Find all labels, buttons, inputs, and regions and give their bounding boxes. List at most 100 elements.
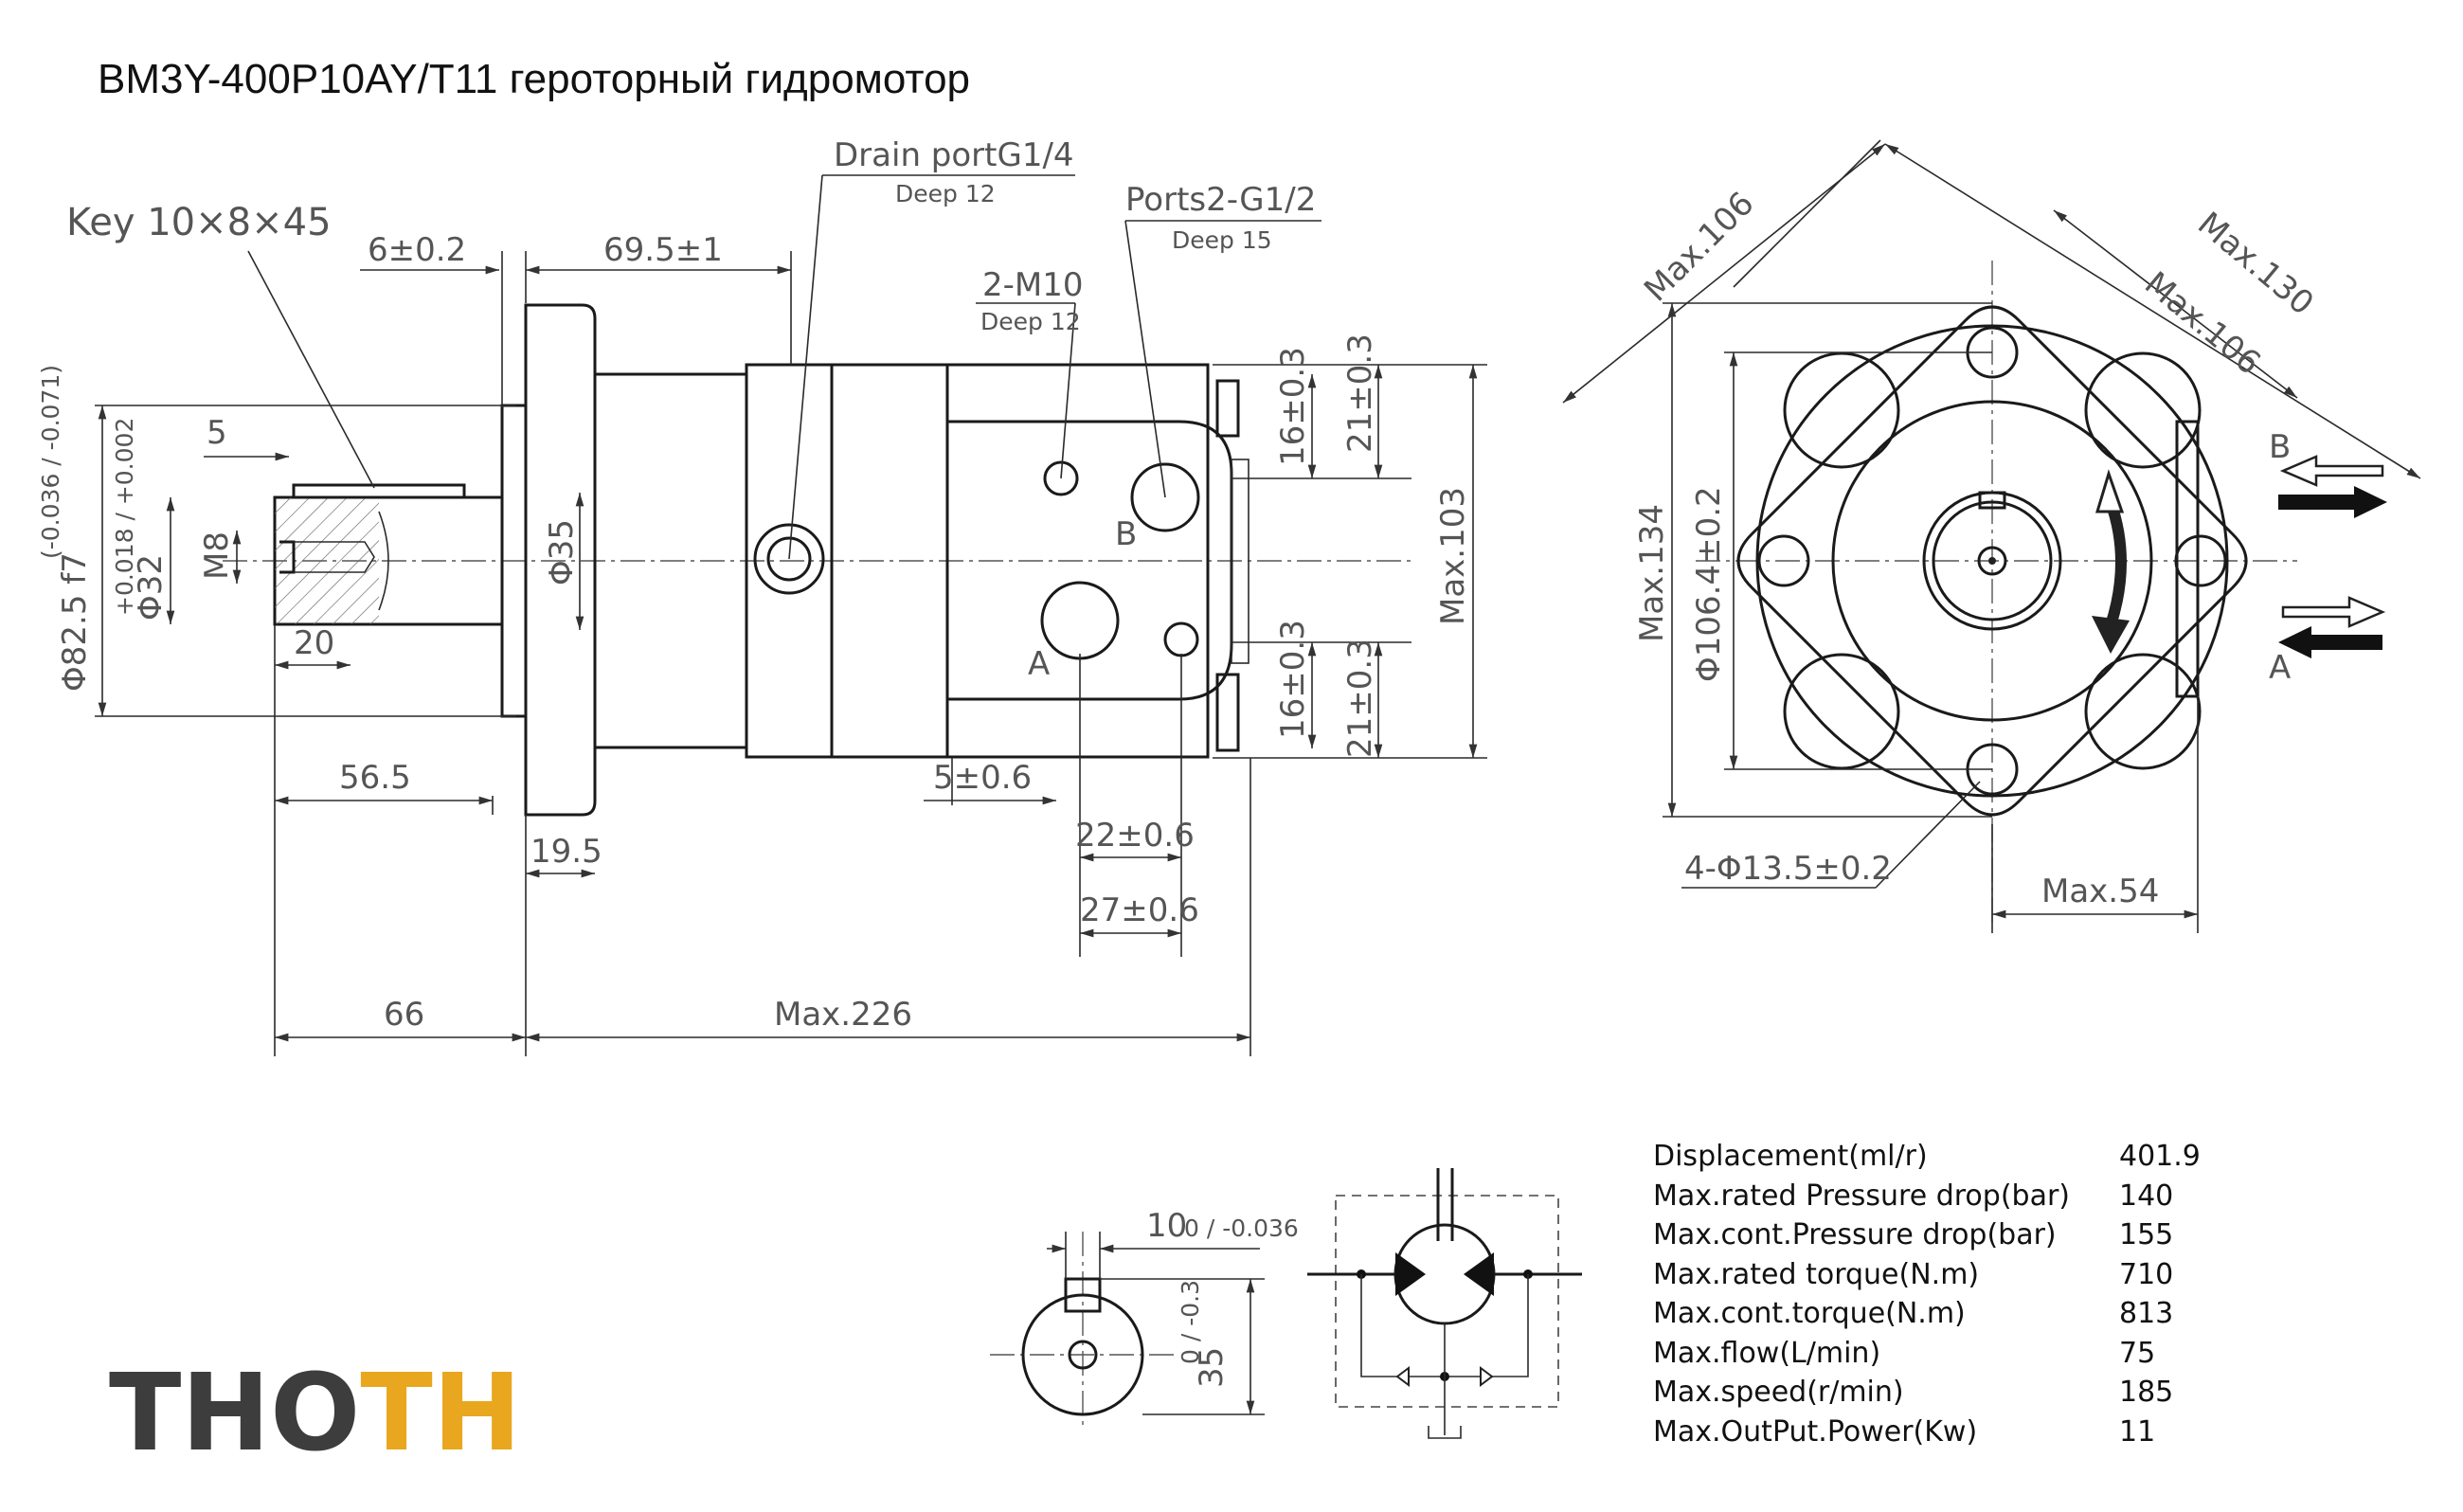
symbol-tank bbox=[1428, 1426, 1462, 1439]
side-view: B A 6±0.2 69.5±1 5 20 Φ82.5 f7 (-0.036 /… bbox=[37, 136, 1487, 1056]
callout-drain-port: Drain portG1/4 bbox=[834, 136, 1074, 174]
keysec-height-tol: 0 / -0.3 bbox=[1177, 1280, 1204, 1364]
symbol-boundary bbox=[1335, 1195, 1559, 1408]
keysec-width: 10 bbox=[1146, 1207, 1187, 1245]
flow-arrow-b-out bbox=[2278, 486, 2387, 518]
keysec-width-tol: 0 / -0.036 bbox=[1184, 1215, 1299, 1242]
flow-arrow-a-in bbox=[2278, 626, 2382, 658]
dim-21a: 21±0.3 bbox=[1341, 333, 1379, 453]
keysec-height: 35 bbox=[1193, 1347, 1231, 1388]
dim-line-106a bbox=[1562, 143, 1886, 404]
front-view: B A Max.106 Max.130 Max.106 Φ106.4±0.2 M… bbox=[1562, 139, 2421, 933]
dim-19-5: 19.5 bbox=[530, 833, 602, 871]
drawing-title: BM3Y-400P10AY/T11 героторный гидромотор bbox=[98, 56, 970, 102]
spec-label-cont-pressure: Max.cont.Pressure drop(bar) bbox=[1653, 1218, 2057, 1251]
lobe-top-left bbox=[1783, 351, 1900, 469]
mount-hole-left bbox=[1757, 534, 1810, 587]
port-a-side bbox=[1040, 581, 1120, 660]
dim-phi32: Φ32 bbox=[132, 554, 170, 621]
spec-label-cont-torque: Max.cont.torque(N.m) bbox=[1653, 1297, 1966, 1330]
dim-16b: 16±0.3 bbox=[1274, 620, 1312, 739]
drain-port-outer bbox=[753, 523, 825, 595]
rotation-arrow-arc bbox=[2105, 499, 2127, 627]
front-keyway bbox=[1978, 491, 2006, 510]
shaft-key bbox=[292, 483, 466, 499]
keysec-key bbox=[1064, 1277, 1102, 1313]
lobe-bottom-left bbox=[1783, 653, 1900, 770]
mount-thread-hole-2 bbox=[1163, 621, 1199, 657]
leader-ports bbox=[1124, 220, 1166, 498]
dim-5-06: 5±0.6 bbox=[933, 759, 1032, 797]
spec-label-max-flow: Max.flow(L/min) bbox=[1653, 1337, 1880, 1370]
shaft-section-break bbox=[378, 511, 389, 611]
dim-line-130 bbox=[1884, 143, 2421, 479]
spec-value-max-flow: 75 bbox=[2119, 1337, 2155, 1370]
dim-max134: Max.134 bbox=[1633, 504, 1671, 642]
dim-56-5: 56.5 bbox=[339, 759, 411, 797]
end-cover bbox=[1231, 459, 1249, 664]
mount-hole-right bbox=[2174, 534, 2227, 587]
thoth-logo: THOTH bbox=[109, 1352, 521, 1475]
motor-symbol-triangle-left bbox=[1395, 1252, 1426, 1296]
dim-max103: Max.103 bbox=[1434, 487, 1472, 625]
flow-arrow-a-out bbox=[2281, 596, 2386, 628]
mounting-flange bbox=[524, 303, 597, 817]
dim-5: 5 bbox=[207, 414, 227, 452]
dim-16a: 16±0.3 bbox=[1274, 347, 1312, 466]
front-port-b-label: B bbox=[2269, 428, 2291, 466]
dim-66: 66 bbox=[384, 996, 424, 1034]
side-cover-edge bbox=[2175, 420, 2200, 698]
port-b-side bbox=[1130, 462, 1200, 532]
bolt-head-bottom bbox=[1215, 673, 1240, 752]
keysec-thread-hole bbox=[1068, 1340, 1098, 1370]
spec-label-max-speed: Max.speed(r/min) bbox=[1653, 1376, 1904, 1409]
callout-holes: 4-Φ13.5±0.2 bbox=[1684, 850, 1892, 888]
spec-value-rated-torque: 710 bbox=[2119, 1258, 2173, 1291]
callout-key: Key 10×8×45 bbox=[66, 201, 332, 244]
shaft-thread-detail bbox=[294, 541, 375, 573]
gerotor-section bbox=[945, 363, 1210, 759]
dim-phi82-5: Φ82.5 f7 bbox=[56, 552, 94, 692]
spec-value-cont-torque: 813 bbox=[2119, 1297, 2173, 1330]
check-valve-right bbox=[1480, 1366, 1494, 1387]
spec-label-rated-torque: Max.rated torque(N.m) bbox=[1653, 1258, 1979, 1291]
rotation-arrow-head-open bbox=[2094, 469, 2125, 513]
dim-27: 27±0.6 bbox=[1080, 891, 1199, 929]
dim-20: 20 bbox=[294, 624, 334, 662]
shaft-thread-hole bbox=[279, 540, 296, 574]
dim-22: 22±0.6 bbox=[1075, 817, 1195, 855]
spec-table: Displacement(ml/r) 401.9 Max.rated Press… bbox=[1653, 1140, 2201, 1449]
lobe-bottom-right bbox=[2084, 653, 2202, 770]
flow-arrow-b-in bbox=[2279, 455, 2384, 487]
dim-max226: Max.226 bbox=[774, 996, 912, 1034]
spec-label-max-power: Max.OutPut.Power(Kw) bbox=[1653, 1415, 1977, 1449]
dim-phi82-5-tol: (-0.036 / -0.071) bbox=[37, 365, 64, 559]
motor-symbol-triangle-right bbox=[1464, 1252, 1494, 1296]
side-port-b-label: B bbox=[1115, 515, 1137, 553]
dim-phi32-tol: +0.018 / +0.002 bbox=[111, 418, 138, 616]
check-valve-left bbox=[1395, 1366, 1410, 1387]
callout-ports: Ports2-G1/2 bbox=[1125, 181, 1316, 219]
lobe-top-right bbox=[2084, 351, 2202, 469]
leader-thread bbox=[1060, 302, 1076, 479]
dim-max106a: Max.106 bbox=[1637, 185, 1762, 310]
key-section: 10 0 / -0.036 35 0 / -0.3 bbox=[990, 1207, 1299, 1431]
shaft-hatch-section bbox=[275, 497, 379, 624]
dim-phi106: Φ106.4±0.2 bbox=[1690, 486, 1728, 682]
leader-holes bbox=[1875, 781, 1981, 889]
dim-21b: 21±0.3 bbox=[1341, 639, 1379, 758]
mount-thread-hole-1 bbox=[1043, 460, 1079, 496]
dim-6: 6±0.2 bbox=[368, 231, 466, 269]
front-center-dot bbox=[1988, 557, 1996, 565]
dim-max54: Max.54 bbox=[2041, 873, 2159, 910]
leader-drain bbox=[788, 174, 823, 560]
front-port-a-label: A bbox=[2269, 649, 2291, 687]
callout-mount-deep: Deep 12 bbox=[980, 308, 1081, 335]
callout-mount-thread: 2-M10 bbox=[982, 266, 1084, 304]
spec-value-max-power: 11 bbox=[2119, 1415, 2155, 1449]
callout-ports-deep: Deep 15 bbox=[1172, 226, 1272, 254]
spec-value-rated-pressure: 140 bbox=[2119, 1179, 2173, 1213]
hydraulic-symbol bbox=[1307, 1168, 1582, 1439]
spec-value-cont-pressure: 155 bbox=[2119, 1218, 2173, 1251]
